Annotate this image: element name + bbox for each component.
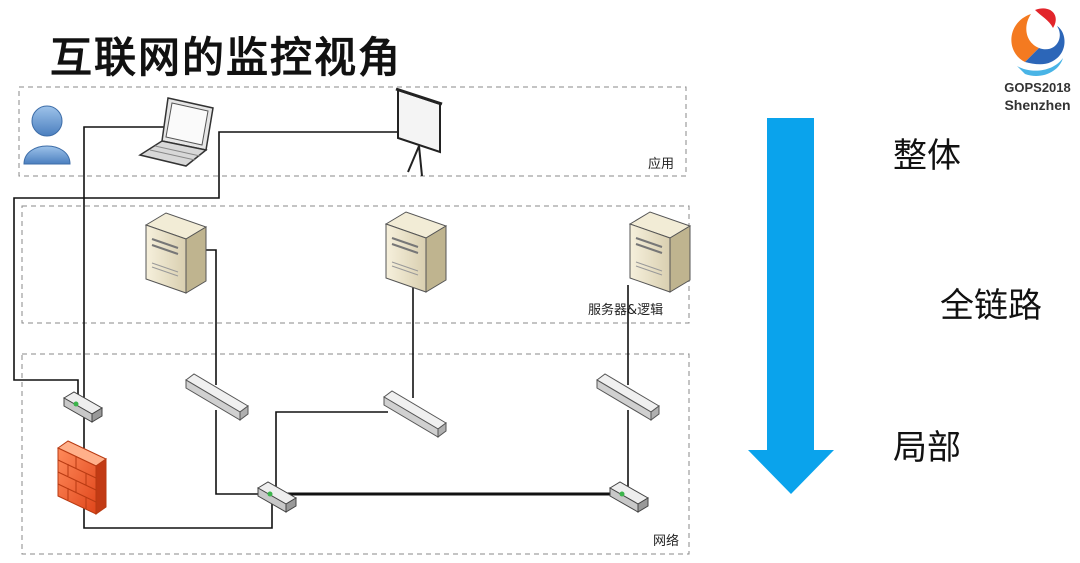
router-icon	[609, 481, 649, 513]
switch-icon	[596, 373, 660, 421]
link-switch2-core	[275, 411, 388, 488]
firewall-icon	[57, 440, 107, 515]
server-icon	[628, 211, 692, 293]
level-label-bottom: 局部	[893, 428, 961, 468]
laptop-icon	[138, 97, 214, 167]
user-icon	[23, 105, 71, 165]
switch-icon	[185, 373, 249, 421]
zone-network: 网络	[21, 353, 690, 555]
link-projector-router	[13, 131, 415, 398]
server-icon	[144, 212, 208, 294]
gops-logo: GOPS2018 Shenzhen	[995, 2, 1080, 114]
link-firewall-core	[83, 412, 273, 529]
router-icon	[63, 391, 103, 423]
zone-app: 应用	[18, 86, 687, 177]
link-laptop-router	[83, 126, 183, 398]
logo-mark-icon	[1011, 8, 1065, 77]
link-switch1-core	[215, 410, 264, 495]
zone-network-label: 网络	[653, 533, 679, 549]
logo-line1: GOPS2018	[1004, 80, 1071, 95]
slide-title: 互联网的监控视角	[50, 33, 403, 82]
arrow-down-icon	[748, 118, 834, 494]
server-icon	[384, 211, 448, 293]
level-label-middle: 全链路	[940, 286, 1042, 326]
projector-screen-icon	[395, 87, 443, 177]
switch-icon	[383, 390, 447, 438]
zone-server-label: 服务器&逻辑	[588, 302, 663, 318]
zone-app-label: 应用	[648, 156, 674, 172]
logo-line2: Shenzhen	[1004, 97, 1071, 113]
zone-server: 服务器&逻辑	[21, 205, 690, 324]
link-server1-switch1	[205, 249, 217, 385]
router-icon	[257, 481, 297, 513]
level-label-top: 整体	[893, 136, 961, 176]
